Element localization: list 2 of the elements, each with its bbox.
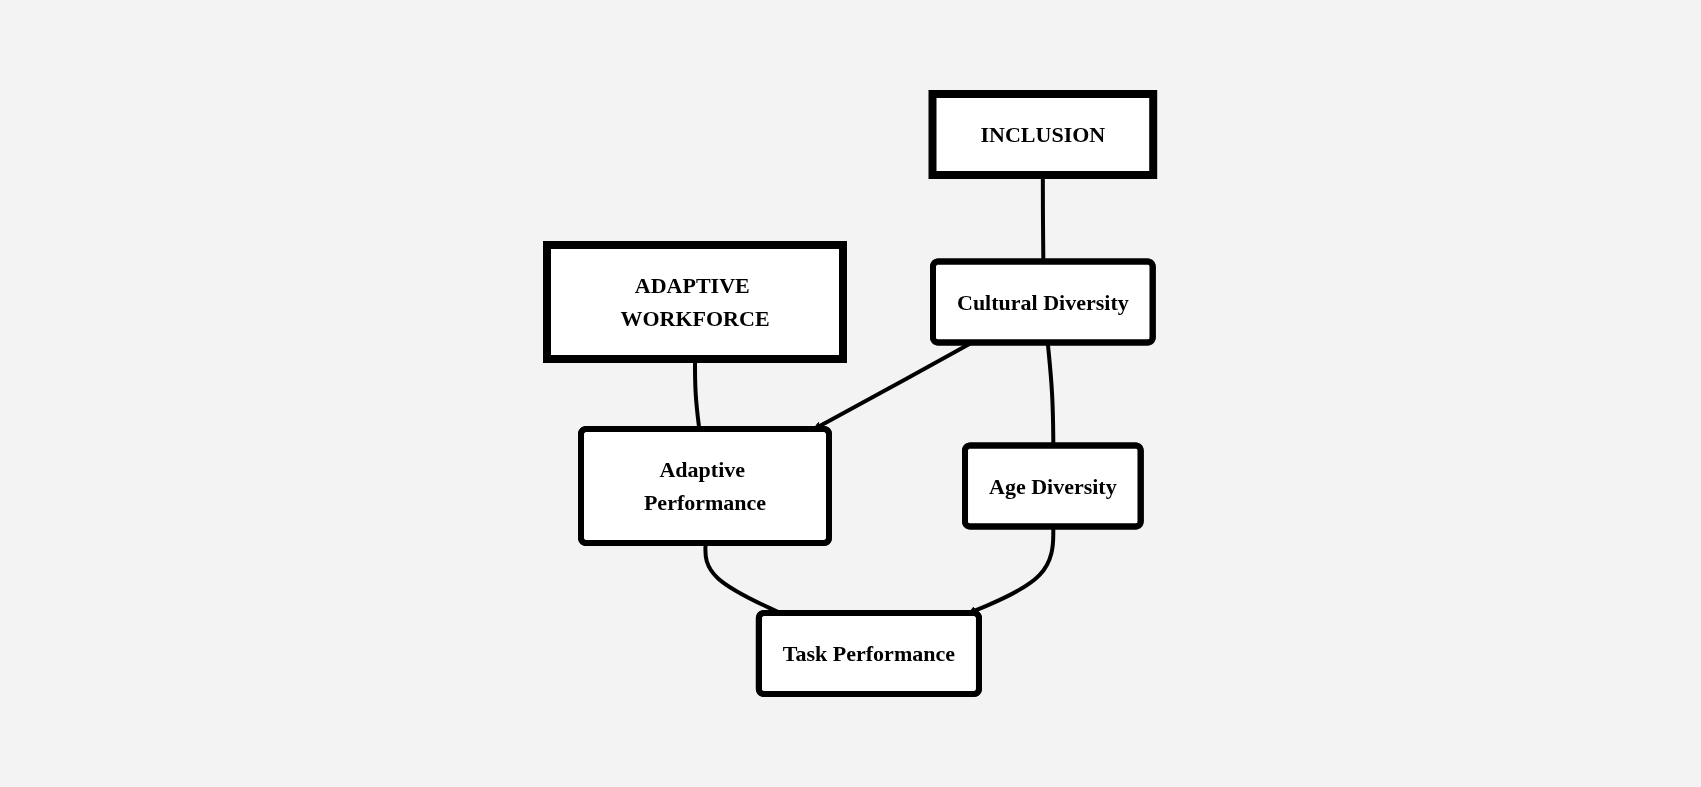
node-box: INCLUSION bbox=[928, 89, 1158, 179]
node-box: ADAPTIVE WORKFORCE bbox=[543, 240, 848, 363]
